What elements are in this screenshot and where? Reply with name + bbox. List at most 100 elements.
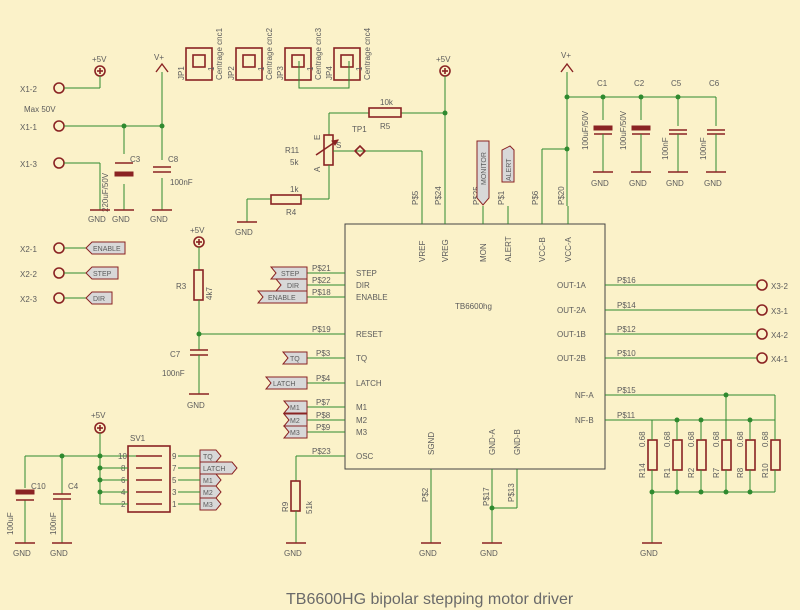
part-ref: R4 — [286, 208, 297, 217]
part-ref: SV1 — [130, 434, 146, 443]
pin-label: P$19 — [312, 325, 331, 334]
part-value: 220uF/50V — [101, 172, 110, 212]
gnd-label: GND — [112, 215, 130, 224]
part-value: 10k — [380, 98, 394, 107]
part-value: 0.68 — [761, 431, 770, 447]
pin-function: VREG — [441, 239, 450, 262]
part-ref: R5 — [380, 122, 391, 131]
header-pin-number: 10 — [118, 452, 127, 461]
control-inputs: X2-1 X2-2 X2-3 ENABLE STEP DIR STEP DIR … — [20, 241, 308, 439]
supply-label: V+ — [154, 53, 164, 62]
part-value: 100uF/50V — [619, 110, 628, 150]
connector-pad — [53, 157, 65, 169]
part-value: 100nF — [661, 137, 670, 160]
pin-function: STEP — [356, 269, 377, 278]
resistor-r9 — [290, 480, 301, 512]
flag-label: M1 — [290, 405, 300, 412]
header-pin-number: 3 — [172, 488, 177, 497]
part-value: 100nF — [170, 178, 193, 187]
pin-function: GND-A — [488, 429, 497, 455]
flag-label: STEP — [93, 271, 112, 278]
part-ref: TP1 — [352, 125, 367, 134]
part-value: 100nF — [699, 137, 708, 160]
gnd-label: GND — [235, 228, 253, 237]
header-pin-number: 5 — [172, 476, 177, 485]
pin-label: P$6 — [531, 190, 540, 205]
jumper-ref: JP2 — [227, 66, 236, 80]
part-ref: C4 — [68, 482, 79, 491]
pin-function: OUT-1B — [557, 330, 586, 339]
gnd-label: GND — [284, 549, 302, 558]
part-ref: R7 — [712, 467, 721, 478]
sense-resistors: GND R14 0.68 R1 0.68 R2 0.68 R7 0.68 R8 … — [638, 392, 781, 558]
vref-network: +5V 10k R5 R11 5k E A S TP1 1k R4 GND MO… — [235, 55, 515, 237]
pin-function: RESET — [356, 330, 383, 339]
pin-label: P$15 — [617, 386, 636, 395]
pin-function: M2 — [356, 416, 368, 425]
pin-function: ALERT — [504, 236, 513, 262]
pin-label: P$4 — [316, 374, 331, 383]
power-input: X1-2 X1-1 X1-3 Max 50V +5V V+ C3 220uF/5… — [20, 53, 193, 224]
part-value: 100uF — [6, 512, 15, 535]
pin-function: M1 — [356, 403, 368, 412]
pin-label: P$5 — [411, 190, 420, 205]
gnd-label: GND — [480, 549, 498, 558]
connector-label: X3-1 — [771, 307, 788, 316]
part-ref: R11 — [285, 146, 300, 155]
pin-label: P$11 — [617, 411, 636, 420]
flag-label: ENABLE — [268, 295, 296, 302]
part-value: 4k7 — [205, 287, 214, 300]
pin-function: VCC-B — [538, 237, 547, 262]
part-ref: C1 — [597, 79, 608, 88]
jumper-ref: JP4 — [325, 66, 334, 80]
part-ref: R8 — [736, 467, 745, 478]
pin-label: P$18 — [312, 288, 331, 297]
ic-name: TB6600hg — [455, 302, 492, 311]
pin-label: P$22 — [312, 276, 331, 285]
pin-label: P$17 — [482, 487, 491, 506]
part-ref: R9 — [281, 501, 290, 512]
flag-label: TQ — [203, 454, 213, 461]
part-value: 51k — [305, 500, 314, 514]
part-ref: C6 — [709, 79, 720, 88]
reset-network: +5V R3 4k7 C7 100nF GND — [162, 226, 214, 410]
gnd-label: GND — [150, 215, 168, 224]
pin-label: P$10 — [617, 349, 636, 358]
motor-outputs: X3-2 X3-1 X4-2 X4-1 — [756, 279, 788, 364]
pin-label: P$7 — [316, 398, 331, 407]
jumper-pin: 1 — [355, 66, 364, 71]
part-ref: C5 — [671, 79, 682, 88]
flag-label: LATCH — [273, 381, 295, 388]
jumper-ref: JP3 — [276, 66, 285, 80]
vplus-arrow — [560, 62, 574, 73]
resistor-r3 — [193, 269, 204, 301]
part-value: 0.68 — [663, 431, 672, 447]
gnd-label: GND — [13, 549, 31, 558]
part-ref: R2 — [687, 467, 696, 478]
flag-label: MONITOR — [481, 152, 488, 185]
connector-label: X1-1 — [20, 123, 37, 132]
part-value: 100nF — [162, 369, 185, 378]
pot-pin: S — [336, 141, 341, 150]
part-ref: C8 — [168, 155, 179, 164]
flag-label: M2 — [203, 490, 213, 497]
flag-label: DIR — [287, 283, 299, 290]
flag-label: LATCH — [203, 466, 225, 473]
pin-function: SGND — [427, 432, 436, 455]
header-pin-number: 9 — [172, 452, 177, 461]
jumper-pin: 1 — [207, 66, 216, 71]
resistor-r4 — [270, 194, 302, 205]
jumper-pin: 1 — [306, 66, 315, 71]
supply-label: V+ — [561, 51, 571, 60]
osc-network: R9 51k GND — [281, 456, 314, 558]
pin-function: NF-B — [575, 416, 594, 425]
pin-function: VREF — [418, 241, 427, 262]
pin-label: P$2 — [421, 487, 430, 502]
tb6600-ic: TB6600hg P$5 P$24 P$25 P$1 P$6 P$20 VREF… — [200, 186, 775, 543]
pin-function: VCC-A — [564, 236, 573, 262]
pin-label: P$21 — [312, 264, 331, 273]
supply-label: +5V — [91, 411, 106, 420]
part-value: 0.68 — [687, 431, 696, 447]
flag-label: M2 — [290, 418, 300, 425]
